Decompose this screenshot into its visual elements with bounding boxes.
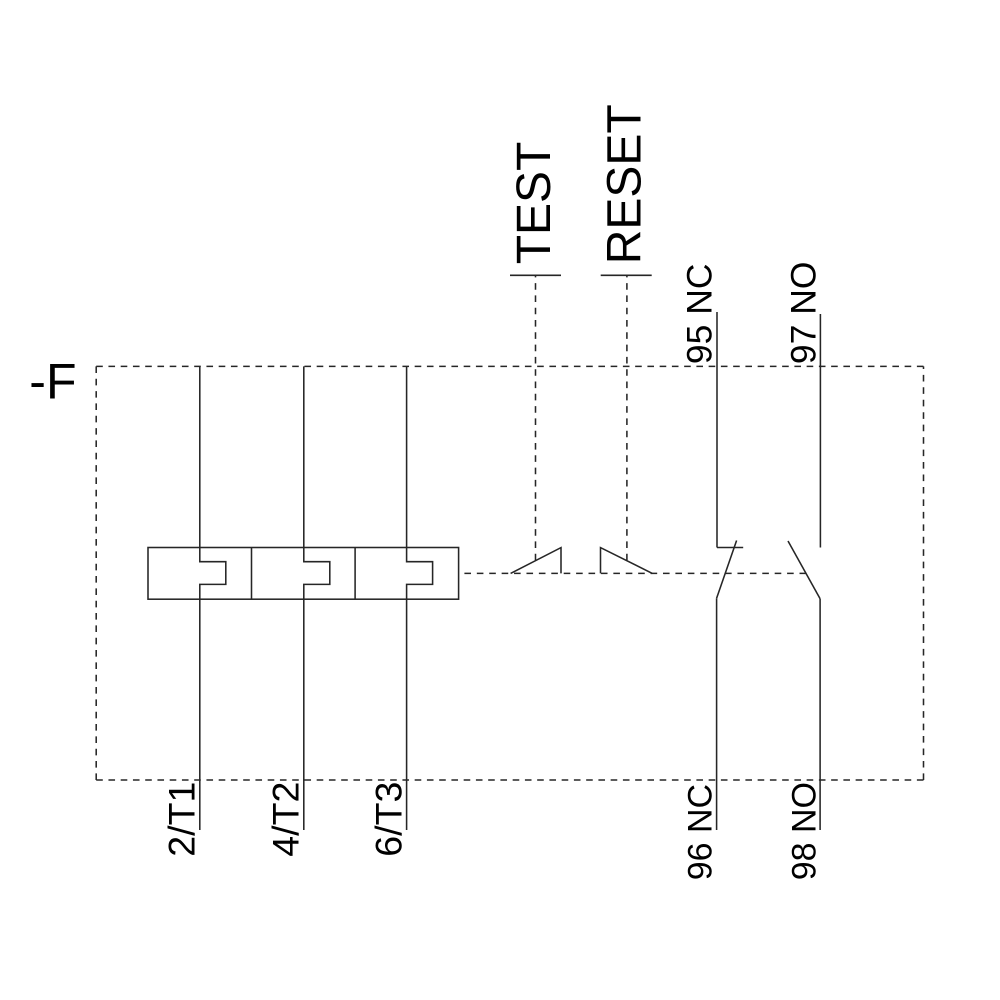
svg-text:97 NO: 97 NO (784, 261, 824, 364)
svg-text:96 NC: 96 NC (682, 784, 720, 880)
svg-text:RESET: RESET (599, 104, 652, 264)
svg-text:-F: -F (29, 354, 76, 410)
svg-text:98 NO: 98 NO (786, 782, 824, 880)
svg-text:95 NC: 95 NC (680, 263, 720, 364)
svg-text:6/T3: 6/T3 (367, 782, 409, 857)
svg-text:2/T1: 2/T1 (161, 782, 203, 857)
svg-text:4/T2: 4/T2 (265, 782, 307, 857)
svg-text:TEST: TEST (508, 142, 561, 265)
